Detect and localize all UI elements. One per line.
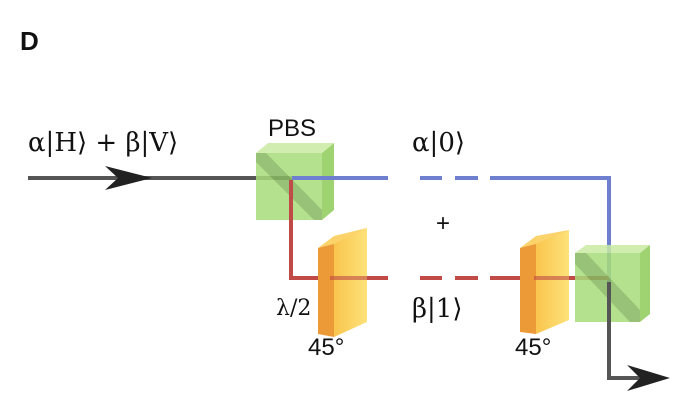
- upper-state-label: α|0⟩: [412, 128, 466, 158]
- output-arrow-icon: [627, 365, 670, 391]
- pbs-1: [256, 143, 334, 220]
- superposition-plus: +: [436, 210, 451, 237]
- lower-state-label: β|1⟩: [412, 294, 463, 324]
- pbs-label: PBS: [268, 115, 317, 142]
- half-waveplate-1: [318, 228, 367, 337]
- panel-label: D: [20, 26, 39, 56]
- input-state-label: α|H⟩ + β|V⟩: [28, 128, 179, 158]
- output-beam: [607, 282, 640, 380]
- angle-label-1: 45°: [308, 334, 345, 361]
- waveplate-label: λ/2: [276, 296, 312, 321]
- pbs-2: [575, 245, 650, 322]
- angle-label-2: 45°: [515, 334, 552, 361]
- half-waveplate-2: [520, 230, 569, 334]
- input-arrow-icon: [105, 166, 152, 190]
